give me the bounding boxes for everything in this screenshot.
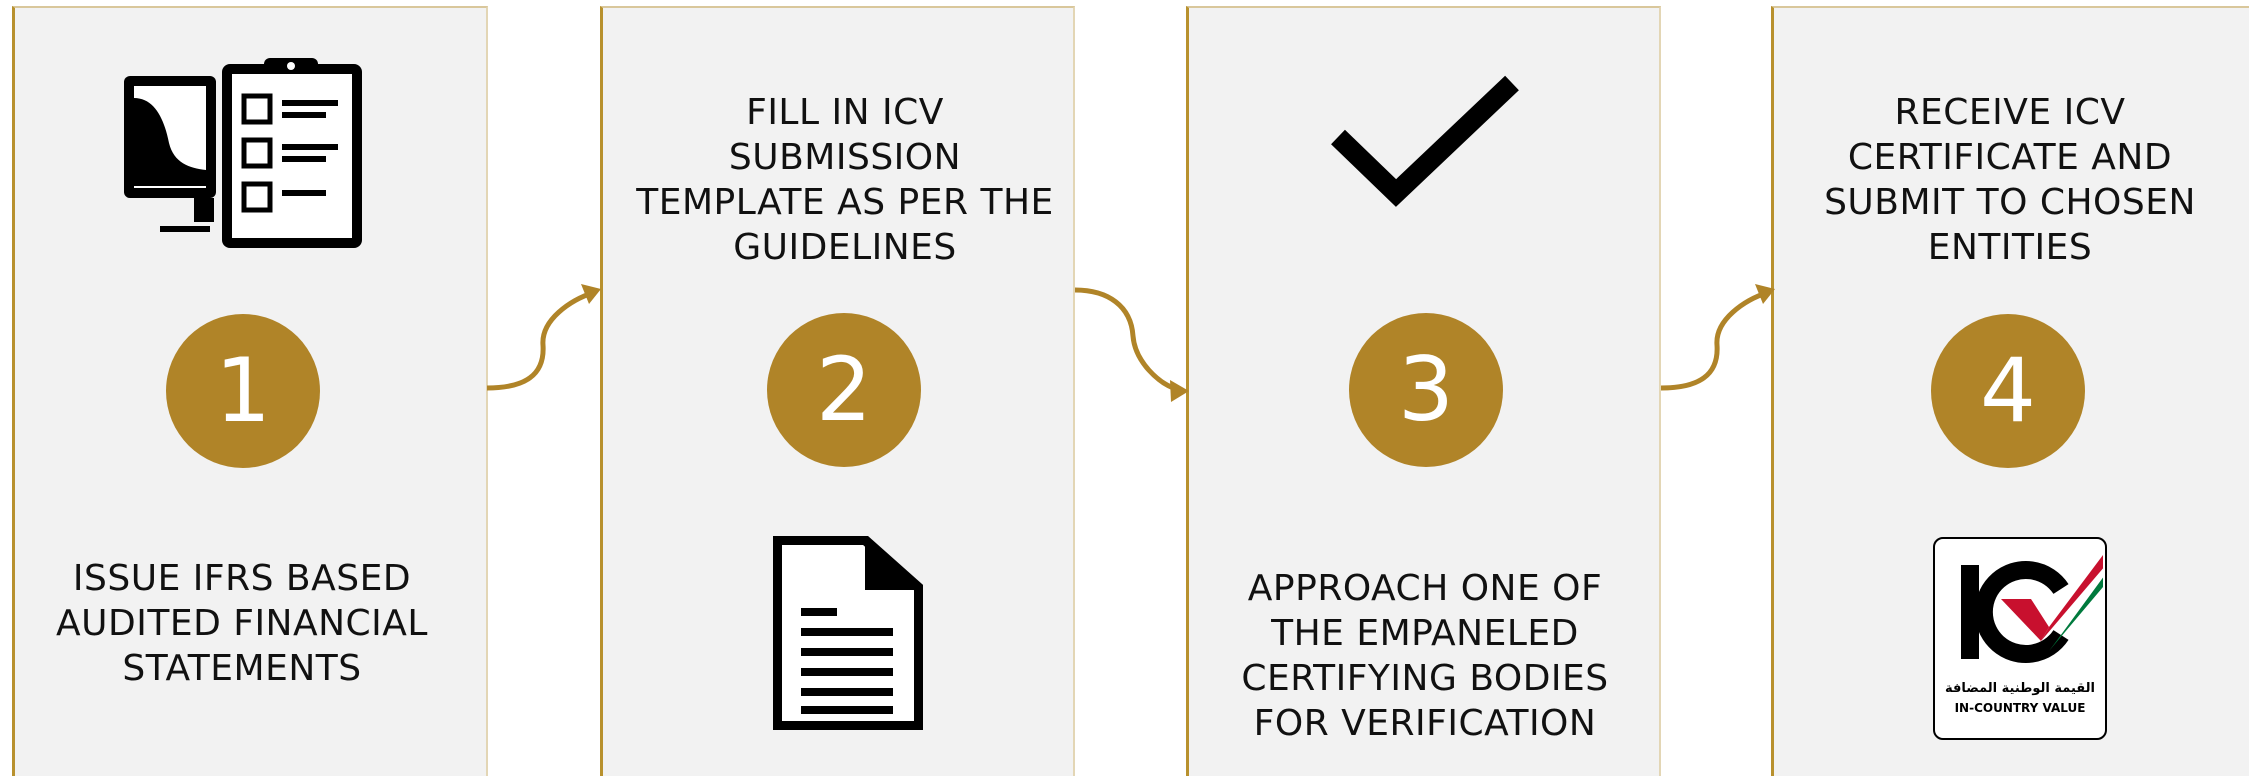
step-4-number: 4 (1931, 314, 2085, 468)
icv-logo-english: IN-COUNTRY VALUE (1954, 701, 2086, 715)
step-1-number: 1 (166, 314, 320, 468)
icv-logo-arabic: القيمة الوطنية المضافة (1944, 681, 2096, 696)
icv-logo-mark (1961, 555, 2103, 663)
connector-arrow-2-3 (1074, 287, 1189, 402)
checkmark-icon (1331, 75, 1519, 207)
step-3-number: 3 (1349, 313, 1503, 467)
document-icon (773, 536, 923, 730)
step-1-text: ISSUE IFRS BASED AUDITED FINANCIAL STATE… (56, 558, 428, 689)
step-2-text: FILL IN ICV SUBMISSION TEMPLATE AS PER T… (636, 92, 1054, 268)
computer-checklist-icon (124, 58, 362, 248)
step-4-text: RECEIVE ICV CERTIFICATE AND SUBMIT TO CH… (1824, 92, 2196, 268)
step-2-number: 2 (767, 313, 921, 467)
icv-logo: القيمة الوطنية المضافة IN-COUNTRY VALUE (1933, 537, 2107, 740)
connector-arrow-1-2 (486, 284, 601, 391)
connector-arrow-3-4 (1660, 284, 1775, 391)
step-3-text: APPROACH ONE OF THE EMPANELED CERTIFYING… (1241, 568, 1609, 744)
